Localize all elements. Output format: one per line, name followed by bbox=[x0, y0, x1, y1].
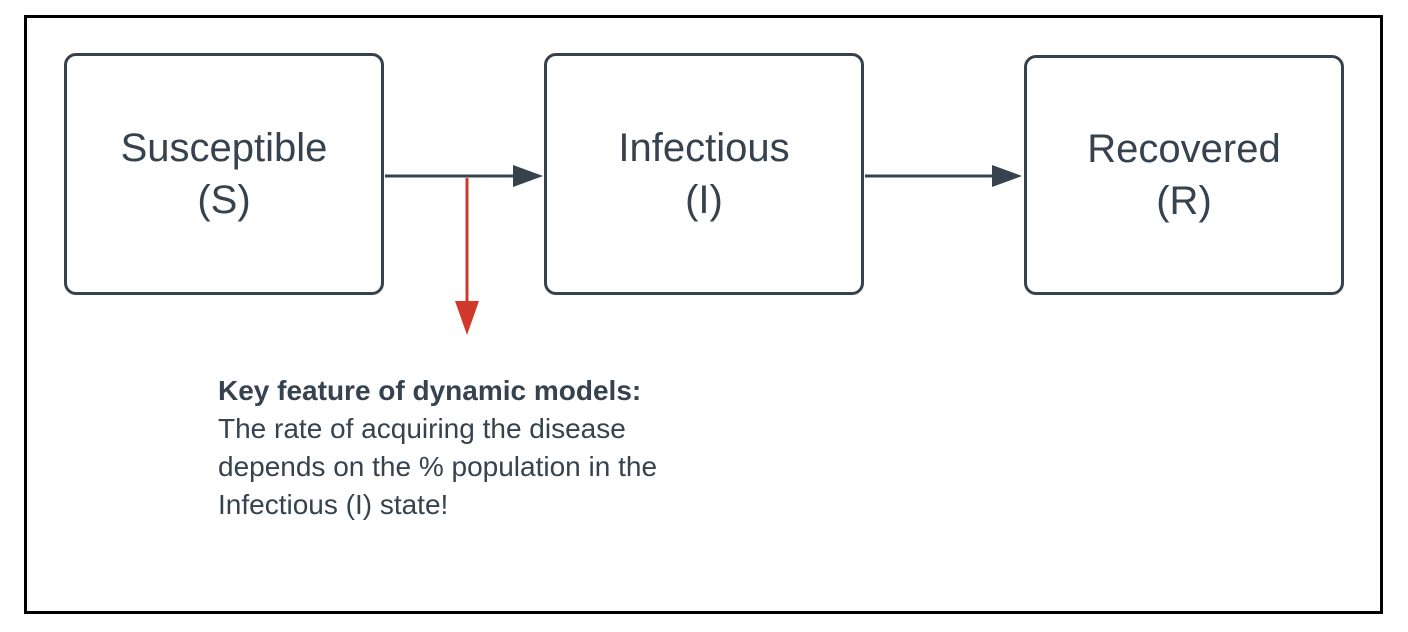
node-recovered-title: Recovered bbox=[1087, 127, 1281, 171]
annotation-heading: Key feature of dynamic models: bbox=[218, 375, 642, 406]
annotation-line: The rate of acquiring the disease bbox=[218, 413, 626, 444]
node-susceptible: Susceptible (S) bbox=[64, 53, 384, 295]
node-infectious: Infectious (I) bbox=[544, 53, 864, 295]
node-infectious-symbol: (I) bbox=[685, 178, 723, 222]
node-susceptible-symbol: (S) bbox=[197, 178, 251, 222]
node-susceptible-title: Susceptible bbox=[120, 126, 328, 170]
node-infectious-title: Infectious bbox=[618, 126, 790, 170]
node-recovered: Recovered (R) bbox=[1024, 55, 1344, 295]
annotation-line: depends on the % population in the bbox=[218, 451, 658, 482]
annotation-line: Infectious (I) state! bbox=[218, 489, 449, 520]
annotation-block: Key feature of dynamic models: The rate … bbox=[218, 372, 738, 524]
node-recovered-symbol: (R) bbox=[1156, 179, 1212, 223]
